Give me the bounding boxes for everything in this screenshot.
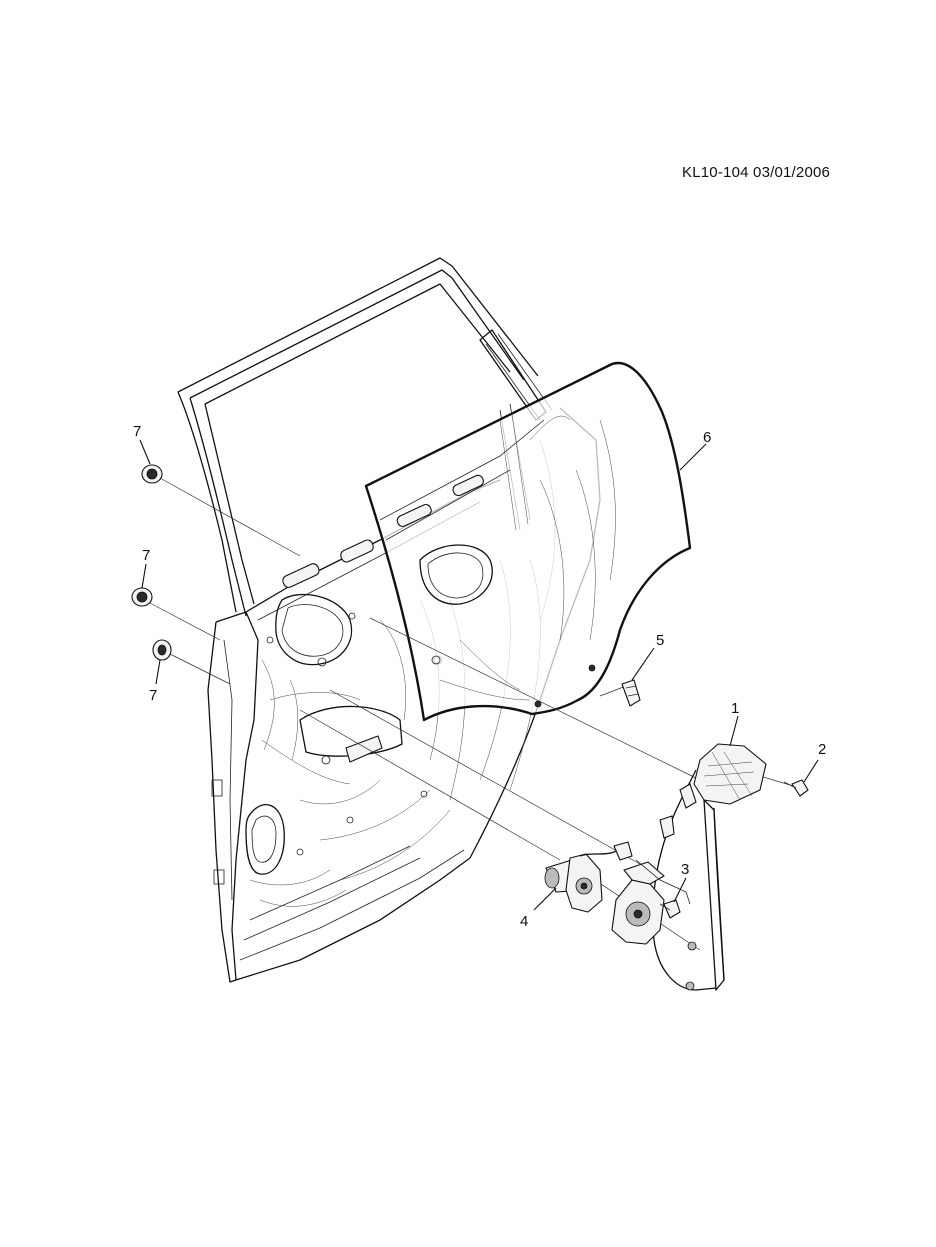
callout-leaders: [139, 439, 819, 911]
grommet-7-top: [141, 464, 163, 484]
callout-5: 5: [656, 632, 664, 649]
glass-clip: [621, 679, 641, 707]
callout-7-bottom: 7: [149, 687, 157, 704]
bolt-2: [783, 779, 809, 797]
callout-labels: 1 2 3 4 5 6 7 7 7: [133, 423, 826, 930]
drawing-reference: KL10-104 03/01/2006: [682, 164, 831, 181]
callout-7-middle: 7: [142, 547, 150, 564]
callout-3: 3: [681, 861, 689, 878]
window-regulator: [611, 743, 767, 991]
callout-2: 2: [818, 741, 826, 758]
bolt-3: [659, 899, 681, 919]
door-inner-panel: [207, 407, 601, 983]
callout-7-top: 7: [133, 423, 141, 440]
callout-4: 4: [520, 913, 528, 930]
regulator-motor: [544, 841, 633, 913]
window-glass: [364, 361, 692, 722]
callout-1: 1: [731, 700, 739, 717]
callout-6: 6: [703, 429, 711, 446]
grommet-7-bottom: [152, 639, 172, 661]
grommet-7-middle: [131, 587, 153, 607]
